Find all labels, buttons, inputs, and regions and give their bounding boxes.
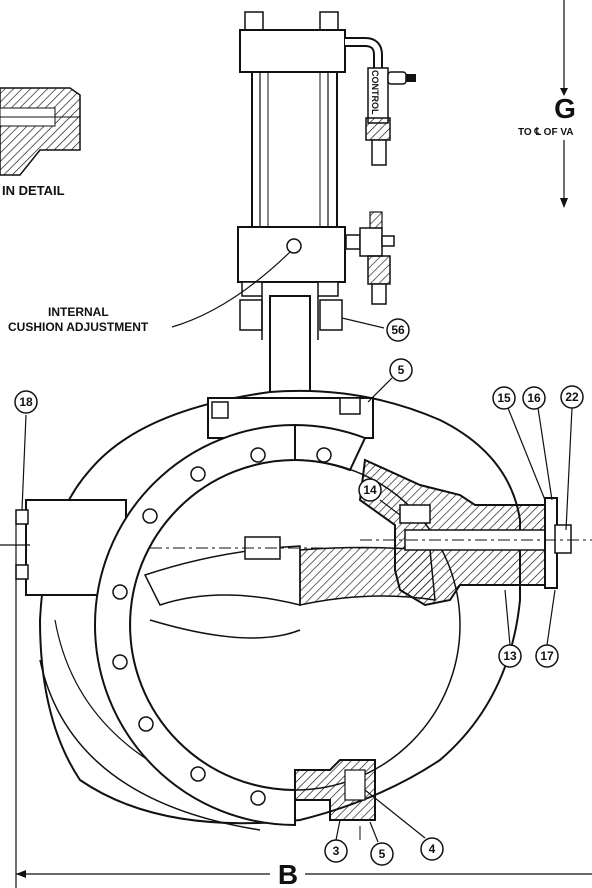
dimension-b: B [15, 520, 592, 888]
callout-5-top: 5 [367, 358, 413, 403]
svg-text:13: 13 [503, 649, 517, 663]
callout-16: 16 [522, 386, 553, 501]
callout-15: 15 [492, 386, 546, 501]
svg-text:14: 14 [363, 483, 377, 497]
flange-bolt-holes [112, 447, 332, 806]
in-detail-label: IN DETAIL [2, 183, 65, 198]
svg-text:5: 5 [379, 847, 386, 861]
control-label: CONTROL [370, 70, 380, 115]
bottom-trunnion-section [294, 759, 376, 840]
svg-text:18: 18 [19, 395, 33, 409]
callout-22: 22 [560, 385, 584, 531]
dim-b-label: B [278, 859, 298, 888]
dim-g-sublabel: TO ℄ OF VA [518, 127, 574, 138]
dim-g-label: G [554, 93, 576, 124]
svg-text:16: 16 [527, 391, 541, 405]
actuator-cylinder [237, 11, 346, 397]
detail-inset: IN DETAIL [0, 87, 81, 198]
cushion-annotation: INTERNAL CUSHION ADJUSTMENT [8, 251, 291, 334]
callout-56: 56 [341, 317, 410, 342]
svg-text:3: 3 [333, 844, 340, 858]
callout-4: 4 [364, 789, 444, 861]
callout-5-bottom: 5 [369, 821, 394, 866]
flange [94, 423, 461, 827]
shaft-housing-section [358, 458, 592, 607]
svg-text:5: 5 [398, 363, 405, 377]
callout-18: 18 [14, 390, 38, 511]
svg-text:17: 17 [540, 649, 554, 663]
svg-text:4: 4 [429, 842, 436, 856]
internal-label: INTERNAL [48, 305, 109, 319]
cushion-adjustment-screw [286, 238, 302, 254]
callout-14: 14 [358, 478, 401, 516]
svg-text:56: 56 [391, 323, 405, 337]
callout-3: 3 [324, 819, 348, 863]
svg-text:15: 15 [497, 391, 511, 405]
callout-17: 17 [535, 589, 559, 668]
dimension-g: G TO ℄ OF VA [518, 0, 576, 208]
cushion-adjustment-label: CUSHION ADJUSTMENT [8, 320, 149, 334]
svg-text:22: 22 [565, 390, 579, 404]
control-fittings: CONTROL [345, 37, 416, 305]
callout-13: 13 [498, 589, 522, 668]
